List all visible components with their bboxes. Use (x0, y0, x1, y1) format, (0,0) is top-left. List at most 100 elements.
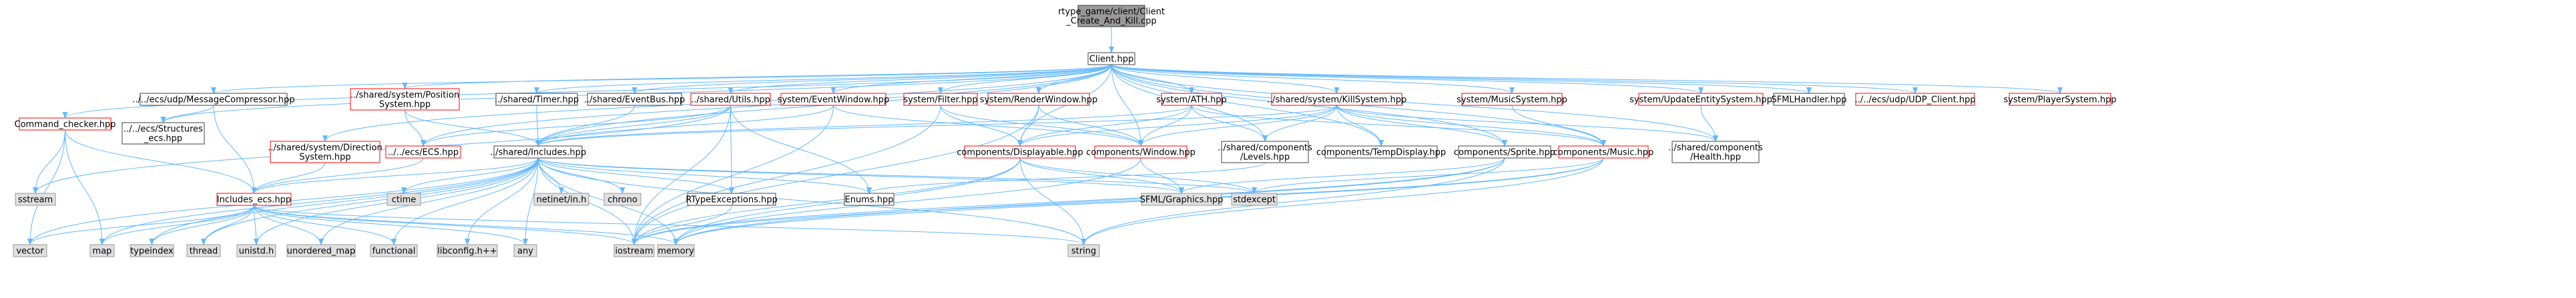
node-inc-ecs[interactable]: Includes_ecs.hpp (216, 193, 292, 206)
node-box (613, 244, 655, 257)
edge-utils-to-enums (730, 105, 872, 194)
edge-kill-to-sprite (1336, 105, 1507, 147)
node-ctime: ctime (387, 193, 421, 206)
node-evbus[interactable]: ../shared/EventBus.hpp (584, 93, 685, 106)
edge-includes-to-sfmlgfx (537, 157, 1184, 194)
node-label: ../../ecs/ECS.hpp (388, 148, 459, 158)
node-box (370, 244, 418, 257)
node-box (844, 193, 894, 206)
node-label: functional (372, 247, 416, 257)
node-udp[interactable]: ../../ecs/udp/UDP_Client.hpp (1854, 93, 1976, 106)
node-kill[interactable]: ../shared/system/KillSystem.hpp (1267, 93, 1406, 106)
edge-cmd-to-inc_ecs (65, 129, 257, 194)
node-libconfig: libconfig.h++ (437, 244, 498, 257)
edge-client-to-filter (938, 64, 1112, 94)
node-box (1458, 145, 1551, 159)
node-box (1638, 93, 1764, 106)
node-renderwin[interactable]: system/RenderWindow.hpp (980, 93, 1098, 106)
node-levels[interactable]: ../shared/components/Levels.hpp (1218, 141, 1312, 163)
node-box (964, 145, 1076, 159)
edge-ecs-to-inc_ecs (251, 157, 424, 194)
edge-client-to-utils (728, 64, 1112, 94)
node-sfmlh[interactable]: SFMLHandler.hpp (1771, 93, 1847, 106)
node-musicsys[interactable]: system/MusicSystem.hpp (1457, 93, 1567, 106)
node-sprite[interactable]: components/Sprite.hpp (1454, 145, 1555, 159)
node-box (1087, 52, 1135, 65)
node-box (286, 244, 356, 257)
edge-filter-to-iostream (631, 105, 941, 245)
node-label: ../shared/Utils.hpp (691, 95, 770, 105)
edge-client-to-pos (403, 64, 1112, 89)
edge-inc_ecs-to-any (254, 205, 528, 245)
edge-kill-to-tempd (1336, 105, 1384, 147)
node-window[interactable]: components/Window.hpp (1086, 145, 1196, 159)
edge-includes-to-typeindex (149, 157, 539, 245)
node-rtypeexc[interactable]: RTypeExceptions.hpp (686, 193, 778, 206)
node-label: ../shared/system/KillSystem.hpp (1267, 95, 1406, 105)
edge-levels-to-enums (866, 162, 1266, 194)
node-evwin[interactable]: system/EventWindow.hpp (778, 93, 890, 106)
node-msgcomp[interactable]: ../../ecs/udp/MessageCompressor.hpp (132, 93, 295, 106)
node-box (780, 93, 886, 106)
edge-evwin-to-window (833, 105, 1143, 147)
edge-inc_ecs-to-map (99, 205, 254, 245)
edge-utils-to-sstream (33, 105, 731, 194)
node-enums[interactable]: Enums.hpp (844, 193, 894, 206)
node-box (387, 193, 421, 206)
edge-ath-to-disp (1017, 105, 1192, 147)
node-label: System.hpp (379, 100, 431, 110)
node-label: unordered_map (287, 247, 356, 257)
node-label: ../shared/EventBus.hpp (584, 95, 685, 105)
edge-client-to-timer (534, 64, 1112, 94)
edge-inc_ecs-to-unistd (253, 205, 259, 245)
node-label: ../shared/system/Direction (268, 143, 382, 153)
edge-client-to-health (1111, 64, 1718, 142)
edge-includes-to-rtypeexc (537, 157, 734, 194)
node-timer[interactable]: ../shared/Timer.hpp (495, 93, 579, 106)
node-box (587, 93, 682, 106)
node-label: system/PlayerSystem.hpp (2003, 95, 2116, 105)
node-label: /Levels.hpp (1240, 153, 1290, 163)
node-root: rtype_game/client/Client_Create_And_Kill… (1058, 5, 1165, 27)
node-box (1671, 141, 1760, 163)
node-disp[interactable]: components/Displayable.hpp (957, 145, 1083, 159)
node-box (1461, 93, 1563, 106)
node-box (15, 193, 56, 206)
node-updent[interactable]: system/UpdateEntitySystem.hpp (1629, 93, 1772, 106)
node-music[interactable]: components/Music.hpp (1553, 145, 1654, 159)
node-tempd[interactable]: components/TempDisplay.hpp (1316, 145, 1446, 159)
node-client[interactable]: Client.hpp (1087, 52, 1135, 65)
edge-includes-to-ctime (401, 157, 539, 194)
node-filter[interactable]: system/Filter.hpp (903, 93, 978, 106)
edge-includes-to-libconfig (465, 157, 539, 245)
node-label: ../shared/components (1668, 143, 1763, 153)
edge-window-to-memory (673, 157, 1141, 245)
node-box (437, 244, 498, 257)
edge-sprite-to-memory (673, 157, 1505, 245)
node-ecs-struct[interactable]: ../../ecs/Structures_ecs.hpp (121, 122, 205, 145)
edge-musicsys-to-music (1511, 105, 1606, 147)
node-health[interactable]: ../shared/components/Health.hpp (1668, 141, 1763, 163)
node-label: /Health.hpp (1690, 153, 1741, 163)
node-player[interactable]: system/PlayerSystem.hpp (2003, 93, 2117, 106)
edge-client-to-evwin (830, 64, 1112, 94)
node-box (1231, 193, 1278, 206)
edge-kill-to-levels (1262, 105, 1337, 142)
edge-kill-to-music (1336, 105, 1606, 147)
node-ecs[interactable]: ../../ecs/ECS.hpp (385, 145, 461, 159)
node-utils[interactable]: ../shared/Utils.hpp (690, 93, 771, 106)
node-box (13, 244, 47, 257)
node-label: memory (658, 247, 694, 257)
edge-sprite-to-sfmlgfx (1179, 157, 1505, 194)
edge-client-to-evbus (631, 64, 1112, 94)
edge-inc_ecs-to-typeindex (149, 205, 254, 245)
edge-inc_ecs-to-string (254, 205, 1087, 245)
node-cmd[interactable]: Command_checker.hpp (15, 117, 116, 131)
node-box (385, 145, 461, 159)
node-includes[interactable]: ../shared/Includes.hpp (490, 145, 586, 159)
node-ath[interactable]: system/ATH.hpp (1156, 93, 1227, 106)
node-box (1077, 5, 1145, 27)
